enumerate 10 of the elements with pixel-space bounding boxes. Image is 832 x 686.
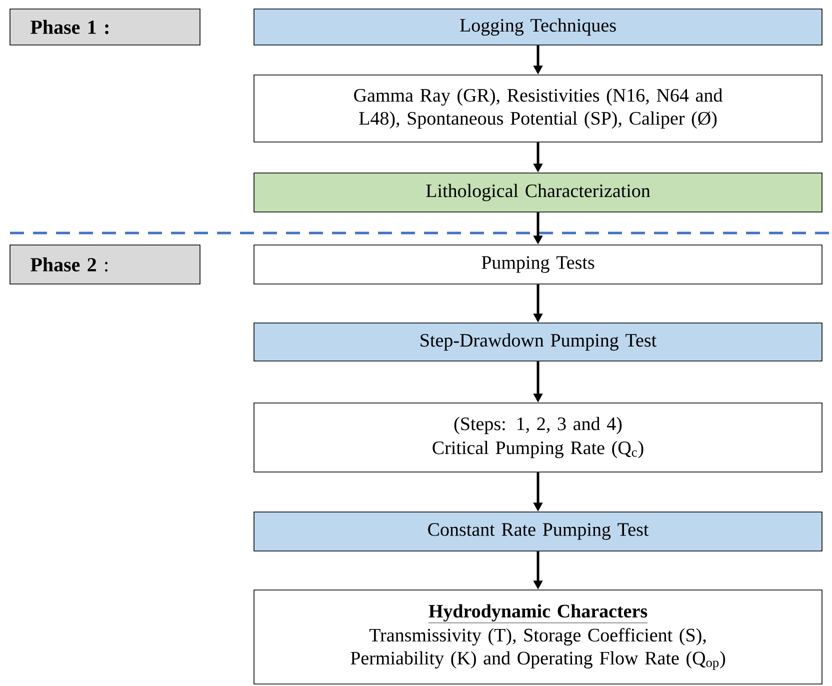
step-box: Gamma Ray (GR), Resistivities (N16, N64 and L48), Spontaneous Potential (SP), Caliper (Ø) (254, 74, 822, 142)
step-box: (Steps: 1, 2, 3 and 4) Critical Pumping Rate (Q$_{c}$) (254, 402, 822, 472)
step-box: Constant Rate Pumping Test (254, 512, 822, 552)
step-box: Lithological Characterization (254, 172, 822, 212)
step-box: Logging Techniques (254, 8, 822, 46)
phase-label-box: Phase 1 : (10, 8, 200, 46)
step-box: Step-Drawdown Pumping Test (254, 322, 822, 362)
phase-label-box: Phase 2 : (10, 244, 200, 284)
step-box: Pumping Tests (254, 244, 822, 284)
result-box: Hydrodynamic Characters Transmissivity (T), Storage Coefficient (S), Permiability (K) and Operating Flow Rate (Q$_{op}$) (254, 590, 822, 684)
